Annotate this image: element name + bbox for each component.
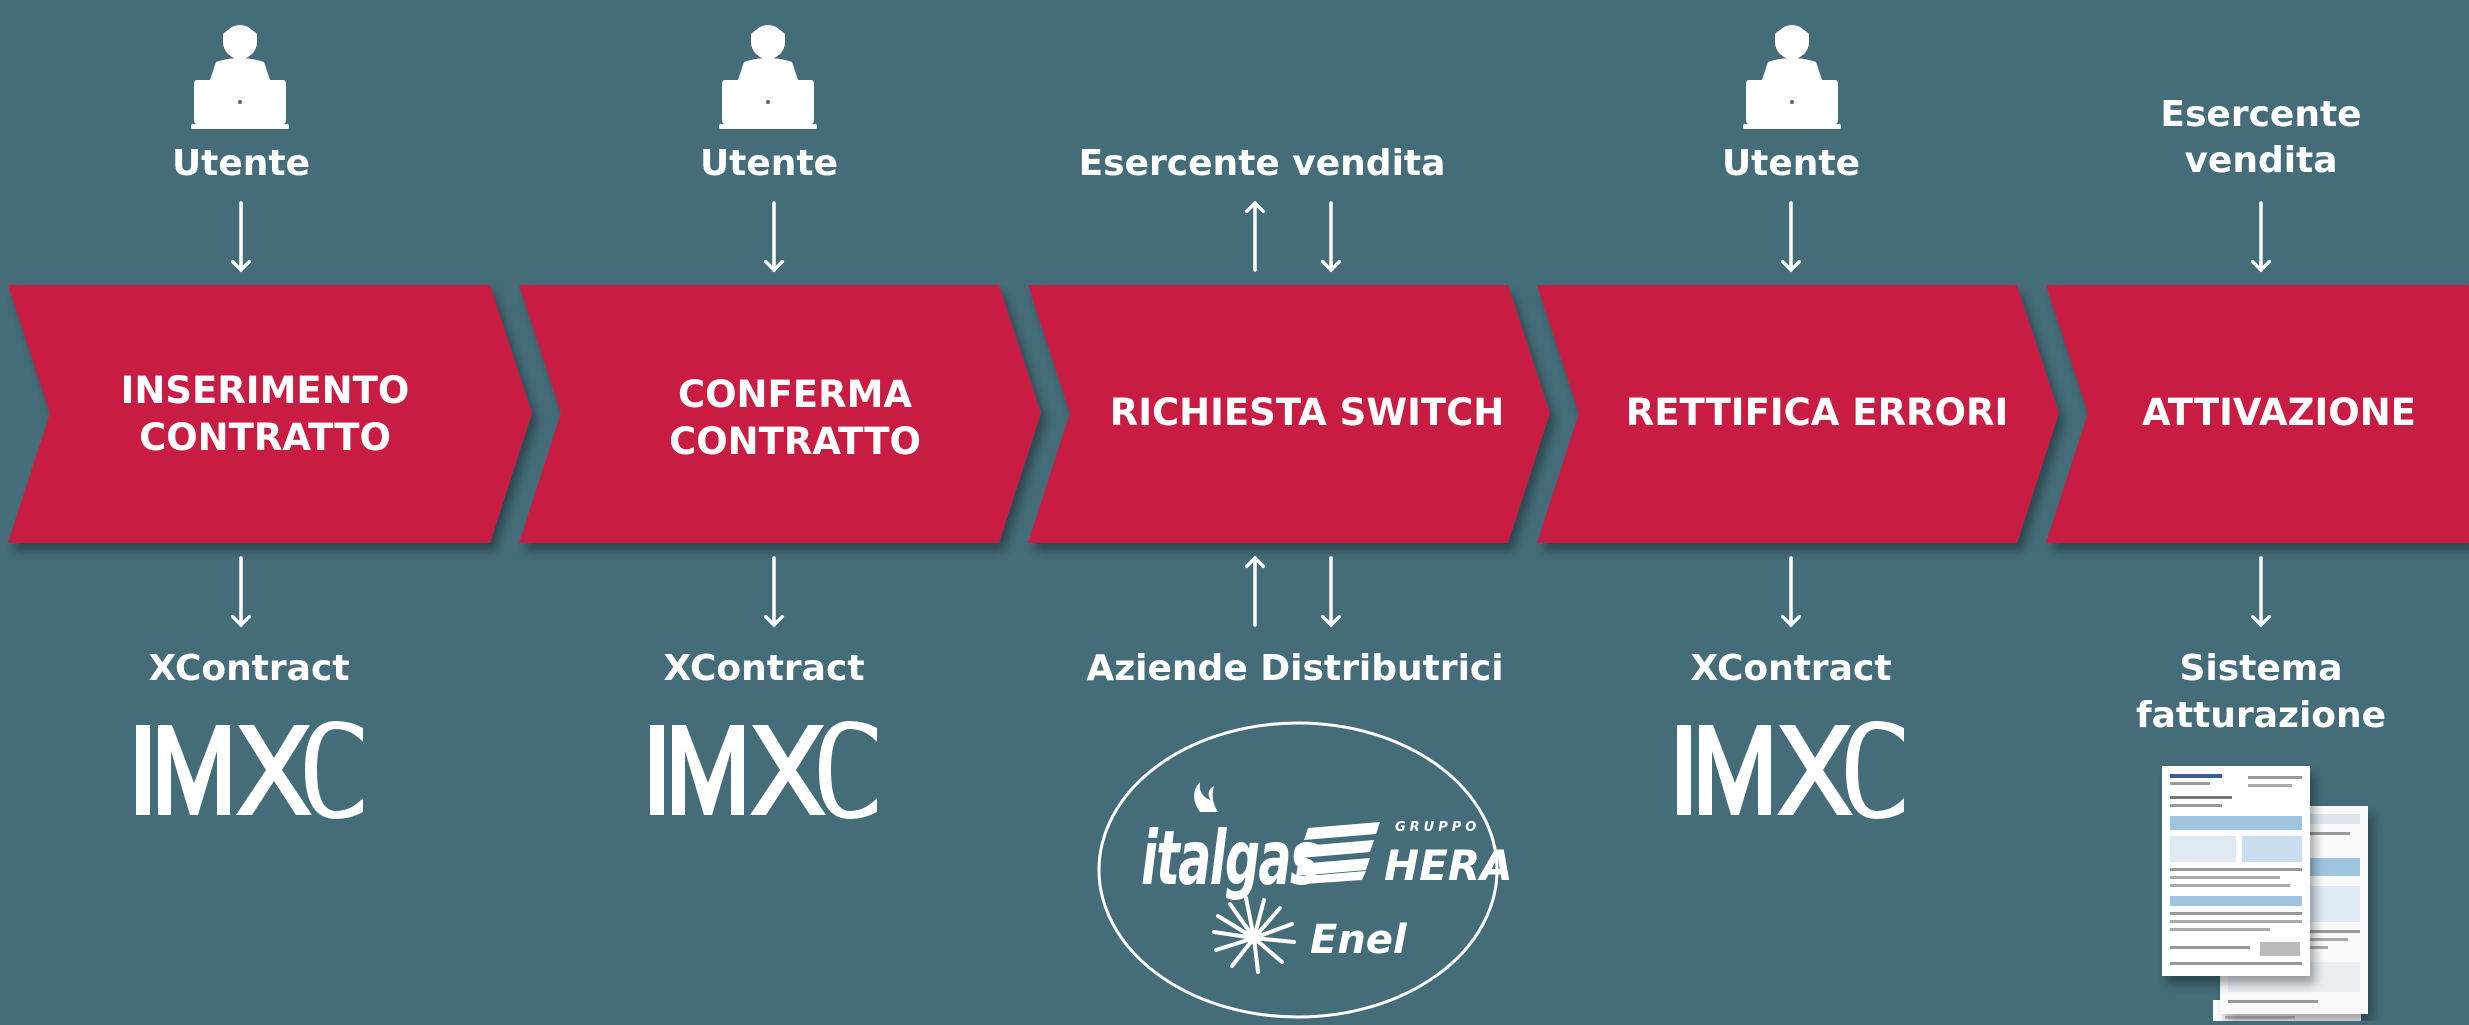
bottom-system-5-label-line2: fatturazione — [2136, 695, 2386, 736]
italgas-logo: italgas — [1141, 814, 1318, 902]
chevron-step-1 — [8, 285, 532, 543]
chevron-step-5 — [2046, 285, 2469, 543]
step-3-label: RICHIESTA SWITCH — [1110, 391, 1505, 434]
distributors-logo-group: italgas GRUPPO HERA Enel — [1097, 721, 1513, 1019]
hera-wave-icon — [1296, 822, 1380, 884]
bottom-system-2-label: XContract — [663, 648, 864, 689]
xcontract-logo — [650, 721, 877, 819]
step-5-label: ATTIVAZIONE — [2142, 391, 2416, 434]
top-actor-4-label: Utente — [1722, 143, 1860, 184]
user-laptop-icon — [1743, 25, 1841, 129]
xcontract-logo — [136, 721, 363, 819]
top-actor-2-label: Utente — [700, 143, 838, 184]
top-actor-3-label: Esercente vendita — [1079, 143, 1446, 184]
enel-logo: Enel — [1310, 917, 1408, 963]
user-laptop-icon — [191, 25, 289, 129]
top-actor-1-label: Utente — [172, 143, 310, 184]
invoice-documents-icon — [2162, 766, 2368, 1025]
bottom-system-5-label-line1: Sistema — [2179, 648, 2342, 689]
bottom-system-4-label: XContract — [1690, 648, 1891, 689]
bottom-system-1-label: XContract — [148, 648, 349, 689]
xcontract-logo — [1677, 721, 1904, 819]
step-4-label: RETTIFICA ERRORI — [1626, 391, 2009, 434]
bottom-arrows — [230, 555, 2272, 628]
chevron-step-3 — [1028, 285, 1550, 543]
enel-flower-icon — [1212, 896, 1296, 974]
flame-icon — [1194, 782, 1218, 812]
hera-gruppo-text: GRUPPO — [1395, 820, 1480, 835]
bottom-system-3-label: Aziende Distributrici — [1086, 648, 1503, 689]
user-laptop-icon — [719, 25, 817, 129]
step-2-label-line1: CONFERMA — [678, 373, 912, 416]
hera-logo: HERA — [1384, 841, 1513, 890]
step-1-label-line1: INSERIMENTO — [121, 369, 410, 412]
step-2-label-line2: CONTRATTO — [669, 420, 921, 463]
top-actor-5-label-line2: vendita — [2184, 140, 2337, 181]
top-actor-5-label-line1: Esercente — [2160, 94, 2361, 135]
chevron-step-4 — [1537, 285, 2059, 543]
chevron-step-2 — [519, 285, 1041, 543]
step-1-label-line2: CONTRATTO — [139, 416, 391, 459]
process-chevrons — [8, 285, 2469, 543]
top-arrows — [230, 200, 2272, 273]
